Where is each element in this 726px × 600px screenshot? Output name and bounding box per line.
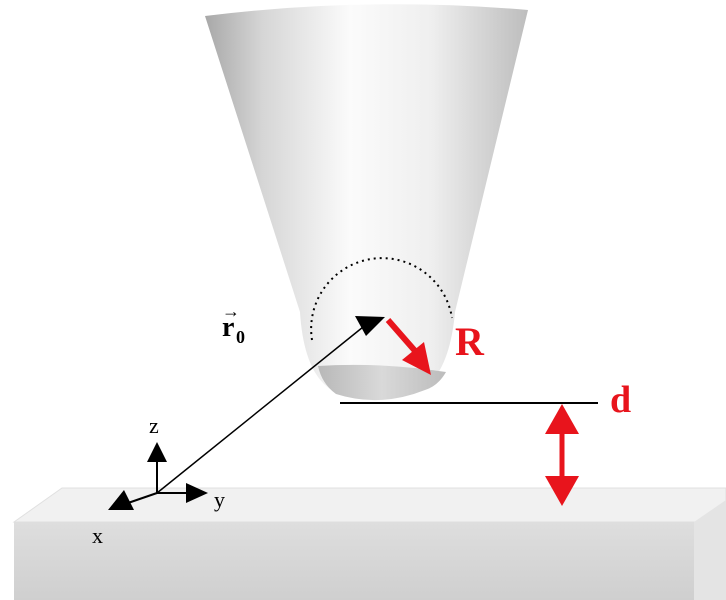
position-vector-line bbox=[156, 322, 369, 494]
surface-side bbox=[694, 500, 726, 600]
vector-arrow-icon bbox=[355, 316, 385, 336]
axis-x-label: x bbox=[92, 523, 103, 548]
axis-x-arrow-icon bbox=[108, 490, 134, 510]
double-arrow-icon bbox=[545, 404, 579, 506]
axis-x-line bbox=[127, 492, 158, 504]
probe-tip bbox=[205, 4, 528, 401]
r0-label: → r 0 bbox=[222, 301, 245, 347]
r0-vector-arrow-icon: → bbox=[222, 301, 240, 321]
r0-label-sub: 0 bbox=[236, 327, 245, 347]
axis-y-arrow-icon bbox=[186, 483, 208, 503]
radius-arrow bbox=[385, 318, 431, 375]
tip-cap bbox=[318, 364, 446, 401]
radius-label: R bbox=[455, 319, 485, 364]
surface-front bbox=[14, 522, 694, 600]
r0-label-main: r bbox=[222, 312, 234, 343]
coordinate-axes bbox=[108, 442, 208, 510]
axis-z-arrow-icon bbox=[147, 442, 167, 462]
tip-body bbox=[205, 4, 528, 400]
distance-label: d bbox=[610, 379, 631, 421]
axis-y-label: y bbox=[214, 487, 225, 512]
axis-z-label: z bbox=[149, 413, 159, 438]
radius-arrowhead-icon bbox=[402, 342, 431, 375]
